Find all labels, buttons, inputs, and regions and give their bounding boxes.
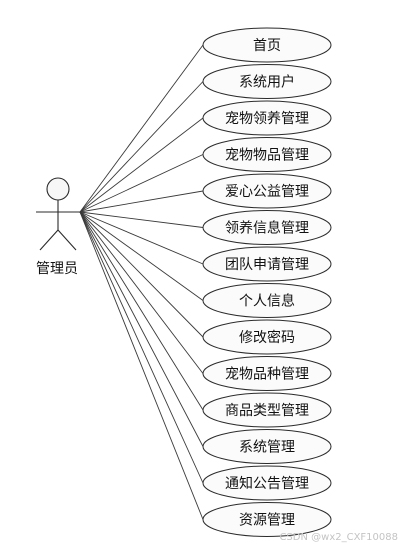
use-case-ellipse <box>202 137 332 172</box>
use-case: 首页 <box>202 27 332 63</box>
association-line <box>79 211 204 447</box>
use-case-ellipse <box>202 173 332 209</box>
actor-right-leg <box>57 229 77 251</box>
use-case: 领养信息管理 <box>202 210 332 245</box>
use-case-label: 个人信息 <box>239 293 295 310</box>
association-line <box>79 81 204 213</box>
use-case-label: 资源管理 <box>239 513 295 529</box>
use-case-label: 团队申请管理 <box>225 257 309 273</box>
use-case-label: 宠物品种管理 <box>225 367 309 383</box>
use-case: 宠物品种管理 <box>202 356 332 391</box>
use-case-ellipse <box>202 283 332 318</box>
actor-left-leg <box>39 229 59 251</box>
association-line <box>79 154 204 213</box>
use-case: 宠物领养管理 <box>202 100 332 136</box>
association-line <box>79 211 204 228</box>
use-case-ellipse <box>202 64 332 99</box>
use-case-ellipse <box>202 392 332 428</box>
use-cases: 首页系统用户宠物领养管理宠物物品管理爱心公益管理领养信息管理团队申请管理个人信息… <box>202 27 332 537</box>
use-case-label: 首页 <box>253 38 281 54</box>
use-case: 资源管理 <box>202 502 332 537</box>
use-case-label: 通知公告管理 <box>225 475 309 492</box>
use-case: 个人信息 <box>202 283 332 318</box>
use-case-label: 领养信息管理 <box>225 220 309 237</box>
association-line <box>79 211 204 338</box>
use-case-label: 爱心公益管理 <box>225 184 309 200</box>
actor-figure: 管理员 <box>36 177 80 277</box>
association-line <box>79 44 204 213</box>
use-case: 宠物物品管理 <box>202 137 332 172</box>
association-line <box>79 211 204 301</box>
use-case-ellipse <box>202 319 332 355</box>
use-case-ellipse <box>202 502 332 537</box>
association-line <box>79 211 204 484</box>
use-case: 商品类型管理 <box>202 392 332 428</box>
use-case: 爱心公益管理 <box>202 173 332 209</box>
watermark: CSDN @wx2_CXF10088 <box>279 532 398 543</box>
use-case-label: 宠物物品管理 <box>225 148 309 164</box>
actor-name: 管理员 <box>36 261 78 277</box>
use-case-label: 系统管理 <box>239 440 295 456</box>
use-case: 系统管理 <box>202 429 332 464</box>
association-line <box>79 190 204 213</box>
use-case-ellipse <box>202 27 332 63</box>
use-case-ellipse <box>202 100 332 136</box>
association-lines <box>79 44 204 520</box>
association-line <box>79 211 204 411</box>
use-case-label: 商品类型管理 <box>225 403 309 419</box>
actor-head <box>46 177 70 201</box>
use-case: 通知公告管理 <box>202 465 332 501</box>
use-case: 团队申请管理 <box>202 246 332 282</box>
association-line <box>79 211 204 520</box>
use-case: 系统用户 <box>202 64 332 99</box>
use-case-label: 系统用户 <box>239 74 295 91</box>
use-case-ellipse <box>202 210 332 245</box>
association-line <box>79 117 204 213</box>
use-case-label: 修改密码 <box>239 329 295 346</box>
association-line <box>79 211 204 265</box>
use-case-label: 宠物领养管理 <box>225 111 309 127</box>
association-line <box>79 211 204 374</box>
use-case: 修改密码 <box>202 319 332 355</box>
use-case-ellipse <box>202 246 332 282</box>
use-case-ellipse <box>202 429 332 464</box>
use-case-ellipse <box>202 465 332 501</box>
use-case-ellipse <box>202 356 332 391</box>
